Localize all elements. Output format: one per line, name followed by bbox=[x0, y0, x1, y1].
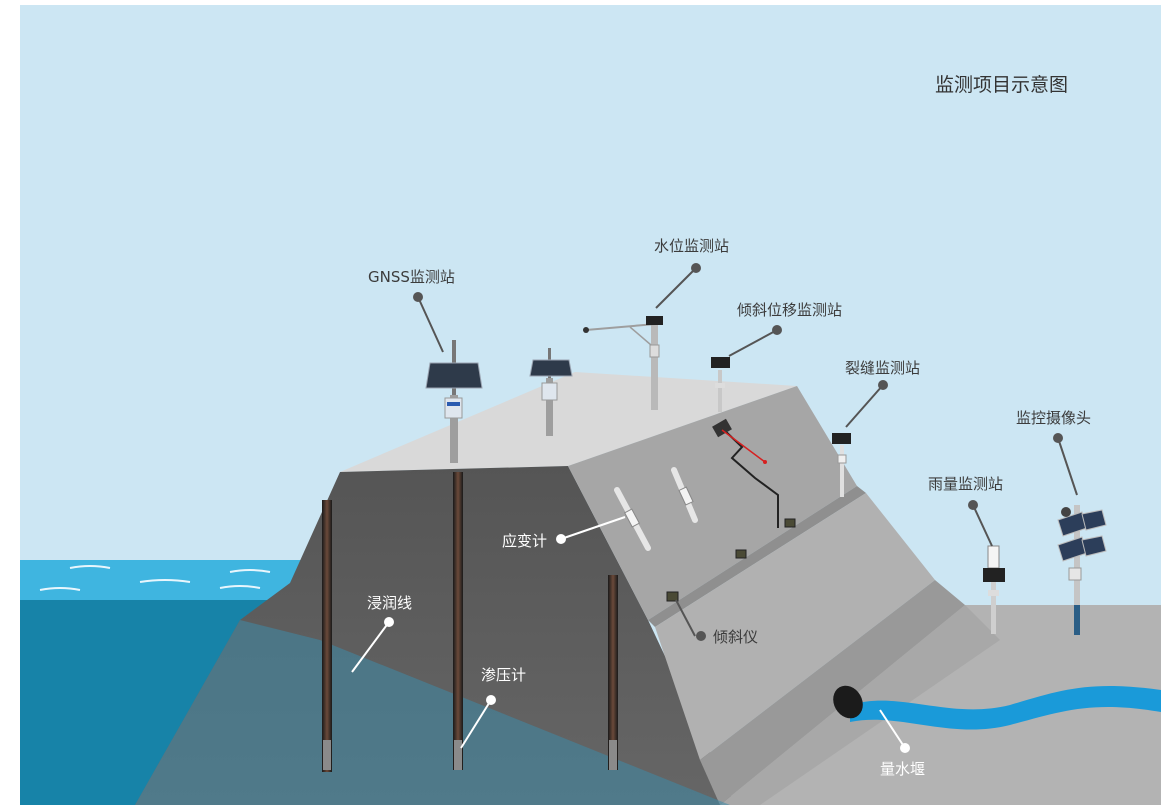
gnss-station bbox=[425, 340, 483, 463]
callout-dots-light bbox=[384, 534, 910, 753]
callout-lines bbox=[417, 267, 1078, 637]
seepage-line-label: 浸润线 bbox=[367, 594, 413, 612]
strain-gauges bbox=[614, 467, 698, 551]
callout-dots bbox=[413, 263, 1063, 641]
inclinometer-label: 倾斜仪 bbox=[713, 628, 759, 646]
sea-waves bbox=[39, 565, 271, 591]
crack-station bbox=[832, 433, 851, 497]
surveillance-camera bbox=[1057, 505, 1107, 635]
dam-mid-slope bbox=[655, 493, 935, 760]
dam-lower-slope bbox=[700, 580, 965, 805]
weir-label: 量水堰 bbox=[880, 760, 926, 778]
weir-outlet bbox=[833, 685, 863, 719]
tilt-station-label: 倾斜位移监测站 bbox=[737, 301, 843, 319]
dam-upper-slope bbox=[568, 386, 857, 620]
callout-lines-light bbox=[351, 516, 906, 749]
piezometer-label: 渗压计 bbox=[481, 666, 527, 684]
diagram-title: 监测项目示意图 bbox=[935, 74, 1069, 96]
dam-berm bbox=[648, 486, 866, 627]
gnss-station-2 bbox=[529, 348, 573, 436]
crack-sensor bbox=[712, 418, 779, 528]
tilt-displacement-station bbox=[711, 357, 730, 412]
river bbox=[850, 685, 1161, 730]
water-level-station bbox=[583, 316, 663, 410]
rain-label: 雨量监测站 bbox=[928, 475, 1004, 493]
crack-label: 裂缝监测站 bbox=[845, 359, 921, 377]
rain-gauge-station bbox=[983, 545, 1005, 634]
piezometer-pipes bbox=[322, 472, 618, 772]
camera-label: 监控摄像头 bbox=[1016, 409, 1092, 427]
seepage-zone bbox=[135, 620, 730, 805]
inclinometers bbox=[666, 518, 796, 602]
gnss-label: GNSS监测站 bbox=[368, 268, 455, 286]
water-level-label: 水位监测站 bbox=[654, 237, 730, 255]
strain-label: 应变计 bbox=[502, 532, 548, 550]
